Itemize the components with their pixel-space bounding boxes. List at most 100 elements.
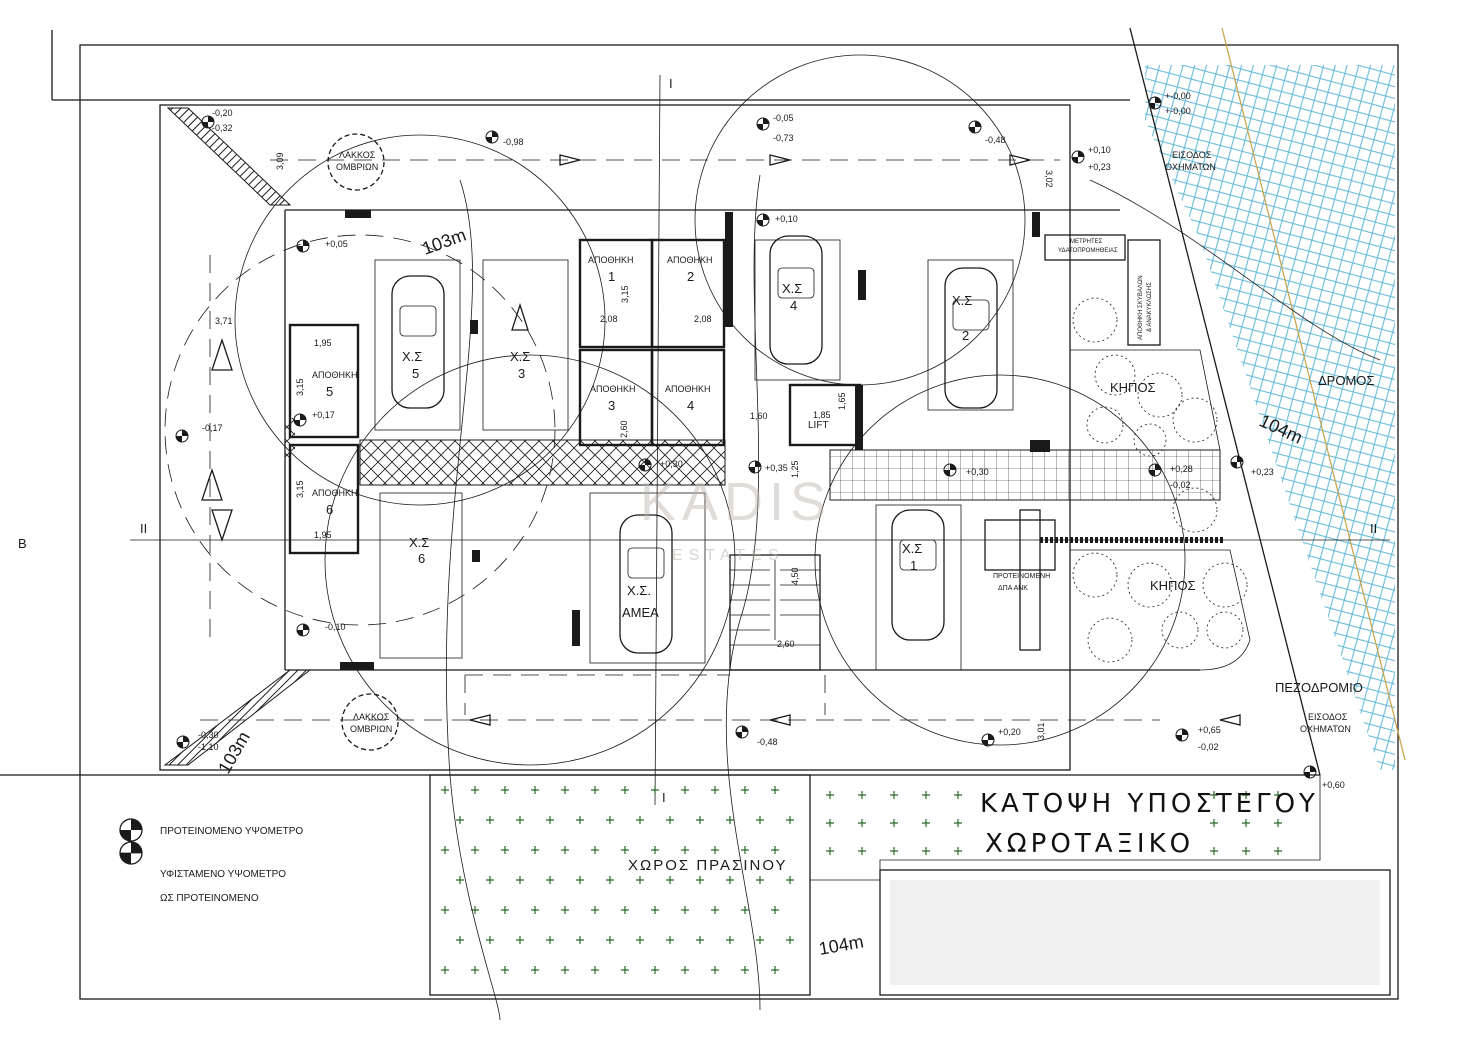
section-marker: I bbox=[669, 76, 673, 91]
green-cross-icon bbox=[651, 966, 659, 974]
parking-label: Χ.Σ bbox=[409, 535, 429, 550]
road-edge-line-2 bbox=[1221, 27, 1406, 761]
storage-label: ΑΠΟΘΗΚΗ bbox=[665, 384, 711, 394]
green-cross-icon bbox=[726, 816, 734, 824]
level-value: +0,30 bbox=[966, 467, 989, 477]
green-cross-icon bbox=[711, 906, 719, 914]
green-cross-icon bbox=[726, 936, 734, 944]
green-cross-icon bbox=[486, 816, 494, 824]
green-cross-icon bbox=[531, 846, 539, 854]
green-cross-icon bbox=[696, 816, 704, 824]
watermark-sub: ESTATES bbox=[672, 547, 785, 564]
storage-label: ΑΠΟΘΗΚΗ bbox=[312, 488, 358, 498]
rain-pit-label: ΛΑΚΚΟΣ bbox=[339, 150, 376, 160]
direction-arrow-icon bbox=[1009, 154, 1031, 166]
green-cross-icon bbox=[501, 906, 509, 914]
car-icon bbox=[891, 509, 945, 641]
level-marker-icon bbox=[293, 413, 307, 427]
green-cross-icon bbox=[606, 936, 614, 944]
section-marker: II bbox=[1370, 521, 1377, 536]
green-cross-icon bbox=[576, 876, 584, 884]
green-cross-icon bbox=[591, 906, 599, 914]
level-value: +0,05 bbox=[325, 239, 348, 249]
storage-label: ΑΠΟΘΗΚΗ bbox=[588, 255, 634, 265]
garden-boundary bbox=[1070, 349, 1221, 451]
green-cross-icon bbox=[621, 966, 629, 974]
car-icon bbox=[391, 275, 445, 409]
green-cross-icon bbox=[636, 816, 644, 824]
green-cross-icon bbox=[1210, 791, 1218, 799]
green-cross-icon bbox=[711, 846, 719, 854]
vehicle-entry-label: ΕΙΣΟΔΟΣ bbox=[1172, 150, 1212, 160]
level-marker-icon bbox=[1303, 765, 1317, 779]
parking-label: Χ.Σ bbox=[782, 281, 802, 296]
dimension-label: 2,60 bbox=[619, 420, 629, 438]
drawing-title: ΚΑΤΟΨΗ ΥΠΟΣΤΕΓΟΥ bbox=[980, 789, 1319, 819]
level-value: -0,73 bbox=[773, 133, 794, 143]
green-cross-icon bbox=[471, 846, 479, 854]
parking-label: Χ.Σ bbox=[952, 293, 972, 308]
dimension-label: 1,95 bbox=[314, 338, 332, 348]
level-marker-icon bbox=[981, 733, 995, 747]
green-cross-icon bbox=[546, 876, 554, 884]
green-cross-icon bbox=[591, 846, 599, 854]
dimension-label: 3,01 bbox=[1036, 722, 1046, 740]
direction-arrow-icon bbox=[211, 337, 233, 371]
level-marker-icon bbox=[1071, 150, 1085, 164]
green-cross-icon bbox=[954, 791, 962, 799]
green-cross-icon bbox=[516, 876, 524, 884]
dimension-label: 1,65 bbox=[837, 392, 847, 410]
storage-label: ΑΠΟΘΗΚΗ bbox=[667, 255, 713, 265]
green-cross-icon bbox=[531, 786, 539, 794]
level-value: -0,10 bbox=[325, 622, 346, 632]
parking-number: 2 bbox=[962, 328, 969, 343]
green-cross-icon bbox=[561, 846, 569, 854]
green-cross-icon bbox=[858, 847, 866, 855]
parking-label: Χ.Σ bbox=[402, 349, 422, 364]
green-area-ext bbox=[810, 774, 1321, 881]
proposed-level-icon bbox=[119, 818, 143, 842]
road-label: ΔΡΟΜΟΣ bbox=[1318, 373, 1374, 388]
level-value: -0,48 bbox=[757, 737, 778, 747]
green-cross-icon bbox=[756, 816, 764, 824]
road-edge-line bbox=[1129, 27, 1321, 776]
storage-number: 6 bbox=[326, 502, 333, 517]
garden-boundary bbox=[1070, 549, 1251, 671]
parking-bay bbox=[379, 492, 463, 659]
level-value: -0,02 bbox=[1170, 480, 1191, 490]
level-value: -0,48 bbox=[985, 135, 1006, 145]
contour-line bbox=[445, 179, 501, 1021]
storage-room bbox=[288, 323, 360, 439]
level-value: +0,20 bbox=[998, 727, 1021, 737]
legend-existing-level: ΩΣ ΠΡΟΤΕΙΝΟΜΕΝΟ bbox=[160, 893, 259, 904]
waste-room-label: & ΑΝΑΚΥΚΛΩΣΗΣ bbox=[1147, 282, 1153, 332]
storage-number: 5 bbox=[326, 384, 333, 399]
direction-arrow-icon bbox=[511, 302, 529, 331]
level-value: +0,30 bbox=[660, 459, 683, 469]
green-cross-icon bbox=[666, 936, 674, 944]
car-icon bbox=[619, 514, 673, 654]
green-cross-icon bbox=[546, 816, 554, 824]
green-cross-icon bbox=[591, 966, 599, 974]
green-cross-icon bbox=[636, 876, 644, 884]
column bbox=[472, 550, 480, 562]
level-value: -0,05 bbox=[773, 113, 794, 123]
section-line-i bbox=[654, 74, 661, 806]
green-cross-icon bbox=[441, 786, 449, 794]
level-marker-icon bbox=[1148, 463, 1162, 477]
car-icon bbox=[944, 267, 998, 409]
green-cross-icon bbox=[711, 966, 719, 974]
level-marker-icon bbox=[735, 725, 749, 739]
contour-label: 103m bbox=[420, 225, 469, 259]
rain-pit-label: ΛΑΚΚΟΣ bbox=[353, 712, 390, 722]
level-value: +0,10 bbox=[775, 214, 798, 224]
dimension-label: 3,71 bbox=[215, 316, 233, 326]
waste-room-label: ΑΠΟΘΗΚΗ ΣΚΥΒΑΛΩΝ bbox=[1138, 275, 1144, 340]
level-value: -0,17 bbox=[202, 423, 223, 433]
parking-bay bbox=[482, 259, 569, 431]
level-marker-icon bbox=[638, 458, 652, 472]
level-value: +0,65 bbox=[1198, 725, 1221, 735]
green-cross-icon bbox=[696, 876, 704, 884]
green-cross-icon bbox=[486, 936, 494, 944]
green-cross-icon bbox=[621, 786, 629, 794]
